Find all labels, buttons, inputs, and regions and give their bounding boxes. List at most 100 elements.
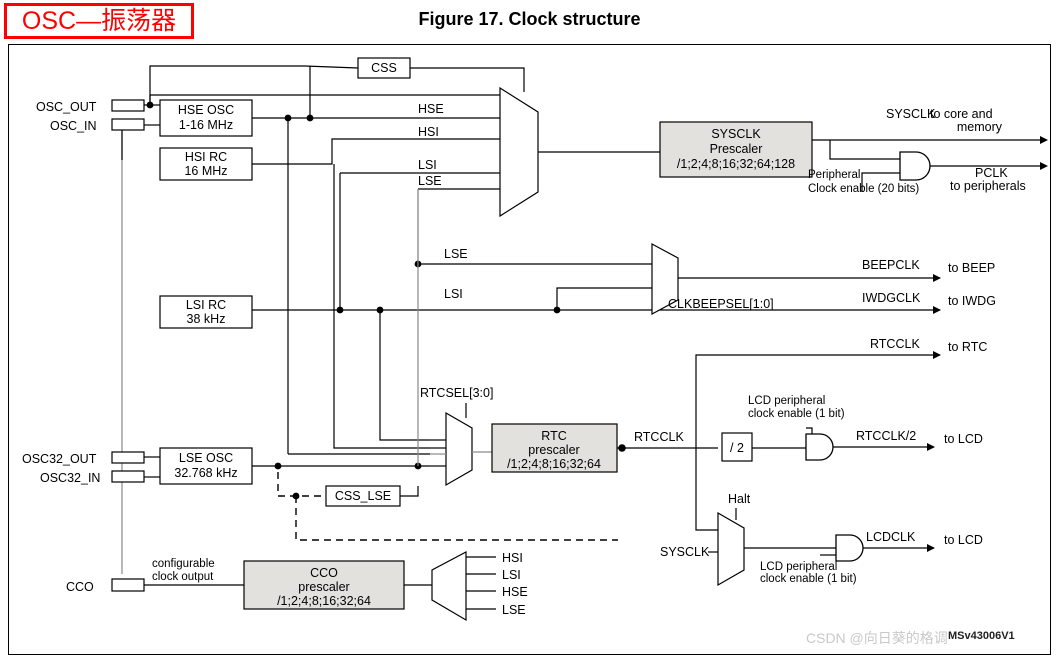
label-lcd-enable-top-l1: LCD peripheral (748, 395, 825, 407)
block-lse-osc-line2: 32.768 kHz (174, 466, 237, 480)
and-gate-rtcclk2 (805, 433, 834, 461)
wire-hsi-bus (252, 138, 500, 165)
annotation-label: OSC—振荡器 (21, 6, 177, 35)
wire-css-left-in (304, 65, 359, 69)
pin-osc-out (111, 99, 145, 112)
wire-css-lse-feedback (295, 496, 618, 541)
arrow-beepclk-out (933, 274, 941, 282)
figure-id-code: MSv43006V1 (948, 630, 1015, 642)
pin-osc32-in (111, 470, 145, 483)
pin-osc-in (111, 118, 145, 131)
bus-label-lse: LSE (418, 174, 442, 188)
wire-lsi-to-beepmux (556, 287, 652, 310)
pin-osc32-out (111, 451, 145, 464)
arrow-rtcclk2-out (927, 443, 935, 451)
pin-label-osc-out: OSC_OUT (36, 100, 97, 114)
wire-css-lse-in (277, 472, 326, 497)
output-label-iwdgclk: IWDGCLK (862, 291, 921, 305)
block-lse-osc-line1: LSE OSC (179, 451, 233, 465)
mux-cco-output-hsi: HSI (502, 551, 523, 565)
label-clkbeepsel: CLKBEEPSEL[1:0] (668, 297, 774, 311)
mux-cco-output-lse: LSE (502, 603, 526, 617)
label-sysclk-haltmux-in: SYSCLK (660, 545, 710, 559)
label-lcd-enable-top-l2: clock enable (1 bit) (748, 408, 845, 420)
output-label-beepclk: BEEPCLK (862, 258, 920, 272)
block-lsi-rc-line2: 38 kHz (187, 312, 226, 326)
output-label-lcdclk: LCDCLK (866, 530, 916, 544)
block-cco-prescaler-line2: prescaler (298, 580, 349, 594)
block-rtc-prescaler-line2: prescaler (528, 443, 579, 457)
block-css-label: CSS (371, 61, 397, 75)
wire-css-lse-to-rtcmux (400, 486, 419, 497)
wire-oscout-up-css (149, 65, 305, 105)
mux-lcdclk-source (717, 511, 745, 587)
label-lsi-beep: LSI (444, 287, 463, 301)
block-sysclk-prescaler (659, 121, 813, 178)
block-div2-label: / 2 (730, 441, 744, 455)
block-hsi-rc-line1: HSI RC (185, 150, 227, 164)
block-lsi-rc-line1: LSI RC (186, 298, 226, 312)
block-hse-osc-line1: HSE OSC (178, 103, 234, 117)
output-label-rtcclk: RTCCLK (870, 337, 920, 351)
pin-label-osc-in: OSC_IN (50, 119, 97, 133)
wire-hsi-down-rtc (333, 164, 430, 449)
wire-sysclk-to-and (829, 140, 900, 160)
label-configurable-clock-output-l1: configurable (152, 558, 215, 570)
pin-label-osc32-in: OSC32_IN (40, 471, 100, 485)
wire-css-to-mux-sel (410, 67, 525, 92)
bus-label-hse: HSE (418, 102, 444, 116)
output-label-sysclk: SYSCLK (886, 107, 936, 121)
block-lse-osc (159, 447, 253, 485)
block-lsi-rc (159, 295, 253, 329)
mux-cco-output-hse: HSE (502, 585, 528, 599)
wire-rtcclk-to-rtc (695, 354, 940, 448)
arrow-rtcclk-out (933, 351, 941, 359)
label-halt: Halt (728, 492, 751, 506)
wire-lsi-to-rtcmux (379, 310, 430, 441)
label-lcd-enable-bot-l1: LCD peripheral (760, 561, 837, 573)
and-gate-lcdclk (835, 534, 864, 562)
label-lse-beep: LSE (444, 247, 468, 261)
block-hsi-rc-line2: 16 MHz (184, 164, 227, 178)
junction-lsi-a (336, 306, 344, 314)
output-dest-sysclk-l1: to core and (930, 107, 993, 121)
output-dest-rtcclk2: to LCD (944, 432, 983, 446)
and-gate-pclk (899, 151, 931, 181)
label-rtcclk-mid: RTCCLK (634, 430, 684, 444)
arrow-sysclk-out (1040, 136, 1048, 144)
label-peripheral-enable-l1: Peripheral (808, 169, 860, 181)
block-rtc-prescaler-line3: /1;2;4;8;16;32;64 (507, 457, 601, 471)
pin-label-cco: CCO (66, 580, 94, 594)
output-dest-iwdgclk: to IWDG (948, 294, 996, 308)
mux-cco-output-lsi: LSI (502, 568, 521, 582)
bus-label-lsi: LSI (418, 158, 437, 172)
mux-sysclk-source (499, 86, 539, 218)
output-dest-lcdclk: to LCD (944, 533, 983, 547)
junction-rtcclk (618, 444, 626, 452)
block-cco-prescaler-line3: /1;2;4;8;16;32;64 (277, 594, 371, 608)
output-dest-sysclk-l2: memory (957, 120, 1003, 134)
block-cco-prescaler-line1: CCO (310, 566, 338, 580)
output-dest-beepclk: to BEEP (948, 261, 995, 275)
block-rtc-prescaler-line1: RTC (541, 429, 566, 443)
pin-cco (111, 578, 145, 592)
junction-lse-osc-out (274, 462, 282, 470)
page-title: Figure 17. Clock structure (418, 9, 641, 29)
block-sysclk-prescaler-line1: SYSCLK (711, 127, 761, 141)
annotation-red-box: OSC—振荡器 (4, 3, 194, 39)
label-lcd-enable-bot-l2: clock enable (1 bit) (760, 573, 857, 585)
block-css-lse-label: CSS_LSE (335, 489, 391, 503)
block-rtc-prescaler (491, 423, 618, 473)
block-hse-osc (159, 99, 253, 137)
mux-cco-source (431, 551, 467, 622)
label-peripheral-enable-l2: Clock enable (20 bits) (808, 183, 919, 195)
label-rtcsel: RTCSEL[3:0] (420, 386, 493, 400)
mux-rtcclk-source (445, 411, 473, 487)
block-hsi-rc (159, 147, 253, 181)
mux-beepclk (651, 242, 679, 316)
wire-rtcclk-to-haltmux (695, 448, 718, 531)
bus-label-hsi: HSI (418, 125, 439, 139)
wire-periph-enable (861, 172, 900, 192)
